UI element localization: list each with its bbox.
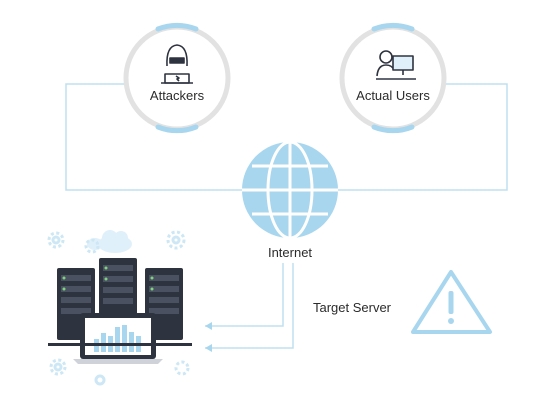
internet-label: Internet [267,245,313,260]
laptop-dashboard [48,313,192,364]
arrowhead-2 [205,344,212,352]
attackers-node [123,22,231,134]
users-node [339,22,447,134]
users-to-internet-line [337,83,508,191]
attackers-label: Attackers [149,88,205,103]
actual-users-label: Actual Users [356,88,430,103]
warning-triangle-icon [411,270,492,334]
internet-to-server-line-2 [205,263,294,349]
hacker-icon [161,44,193,84]
attackers-to-internet-line [65,83,243,191]
connector-lines [65,83,508,349]
internet-to-server-line-1 [205,263,284,327]
server-rack-icon [47,230,192,386]
user-at-computer-icon [376,50,416,80]
globe-icon [242,140,338,240]
target-server-label: Target Server [312,300,392,315]
gear-icons [47,230,190,386]
arrowhead-1 [205,322,212,330]
